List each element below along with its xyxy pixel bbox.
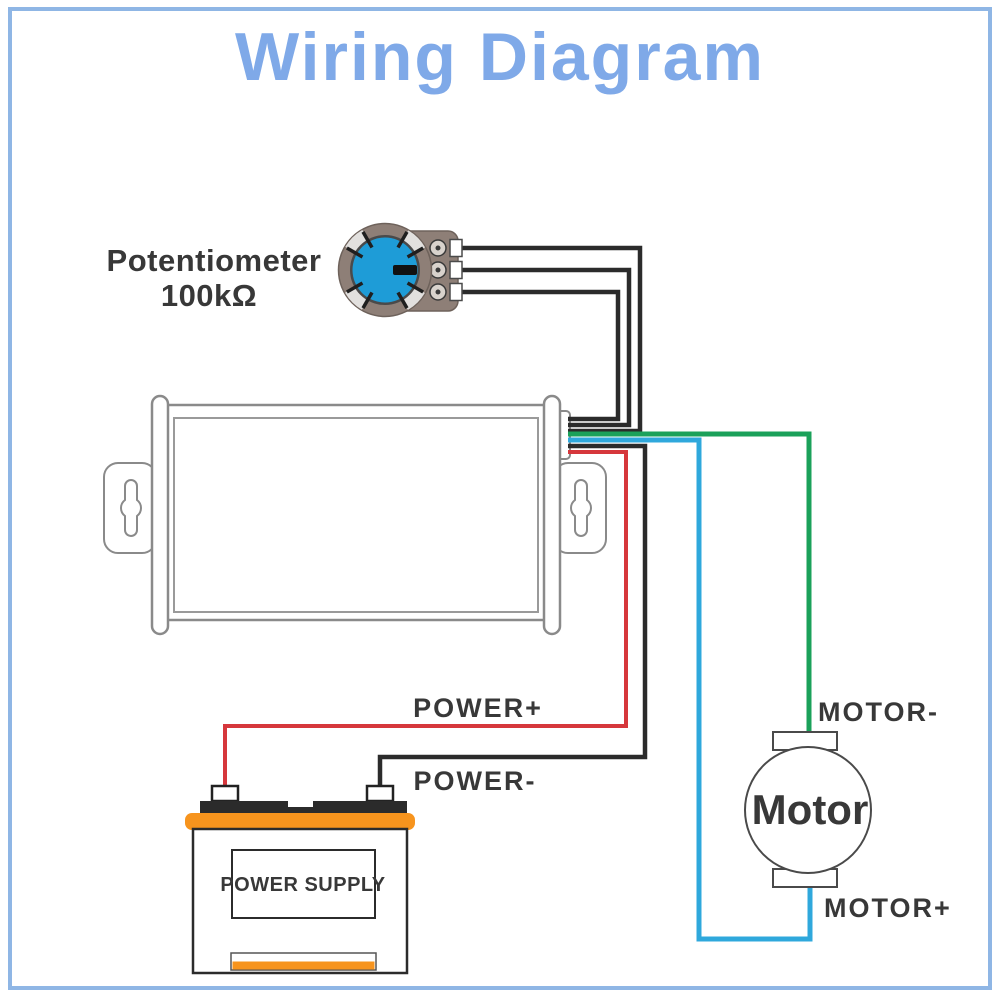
- pot-screw-1-dot: [435, 245, 441, 251]
- pot-terminal-tab-1: [449, 238, 463, 258]
- pot-terminal-screws: [429, 239, 447, 301]
- power-supply: POWER SUPPLY: [185, 784, 415, 975]
- controller-end-cap-right: [542, 394, 562, 636]
- motor-plus-wire: [568, 437, 813, 942]
- motor-minus-label: MOTOR-: [818, 697, 939, 727]
- pot-wire-1: [460, 245, 643, 434]
- pot-tick-marks: [346, 231, 424, 309]
- pot-indicator: [393, 265, 417, 275]
- pot-terminal-tab-3: [449, 282, 463, 302]
- motor-body-circle: [744, 746, 872, 874]
- battery-tray-stripe: [232, 961, 375, 970]
- keyhole-slot-left: [120, 479, 142, 537]
- keyhole-slot-right: [570, 479, 592, 537]
- battery-terminal-positive: [210, 784, 240, 803]
- battery-top-strip: [200, 801, 407, 813]
- controller-box: [103, 394, 607, 636]
- battery-label: POWER SUPPLY: [220, 874, 385, 896]
- battery-cap: [185, 813, 415, 830]
- motor-plus-label: MOTOR+: [824, 893, 952, 923]
- pot-wire-2: [460, 267, 632, 428]
- pot-knob: [352, 237, 418, 303]
- potentiometer-value-label: 100kΩ: [161, 278, 257, 313]
- power-minus-label: POWER-: [414, 766, 537, 796]
- motor-minus-wire: [568, 431, 812, 736]
- battery-label-box: [231, 849, 376, 919]
- motor: Motor: [744, 731, 872, 888]
- wires: [223, 245, 813, 942]
- potentiometer-label: Potentiometer: [107, 243, 322, 278]
- pot-screw-2-dot: [435, 267, 441, 273]
- controller-inner-panel: [173, 417, 539, 613]
- potentiometer: [337, 222, 463, 318]
- page-title: Wiring Diagram: [235, 19, 765, 95]
- motor-label: Motor: [752, 786, 869, 833]
- power-minus-wire: [377, 443, 648, 790]
- page-border: [8, 7, 992, 990]
- pot-terminal-tab-2: [449, 260, 463, 280]
- pot-wire-3: [460, 289, 621, 422]
- battery-terminal-negative: [365, 784, 395, 803]
- controller-end-cap-left: [150, 394, 170, 636]
- power-plus-wire: [223, 450, 628, 790]
- power-plus-label: POWER+: [413, 693, 543, 723]
- pot-screw-3-dot: [435, 289, 441, 295]
